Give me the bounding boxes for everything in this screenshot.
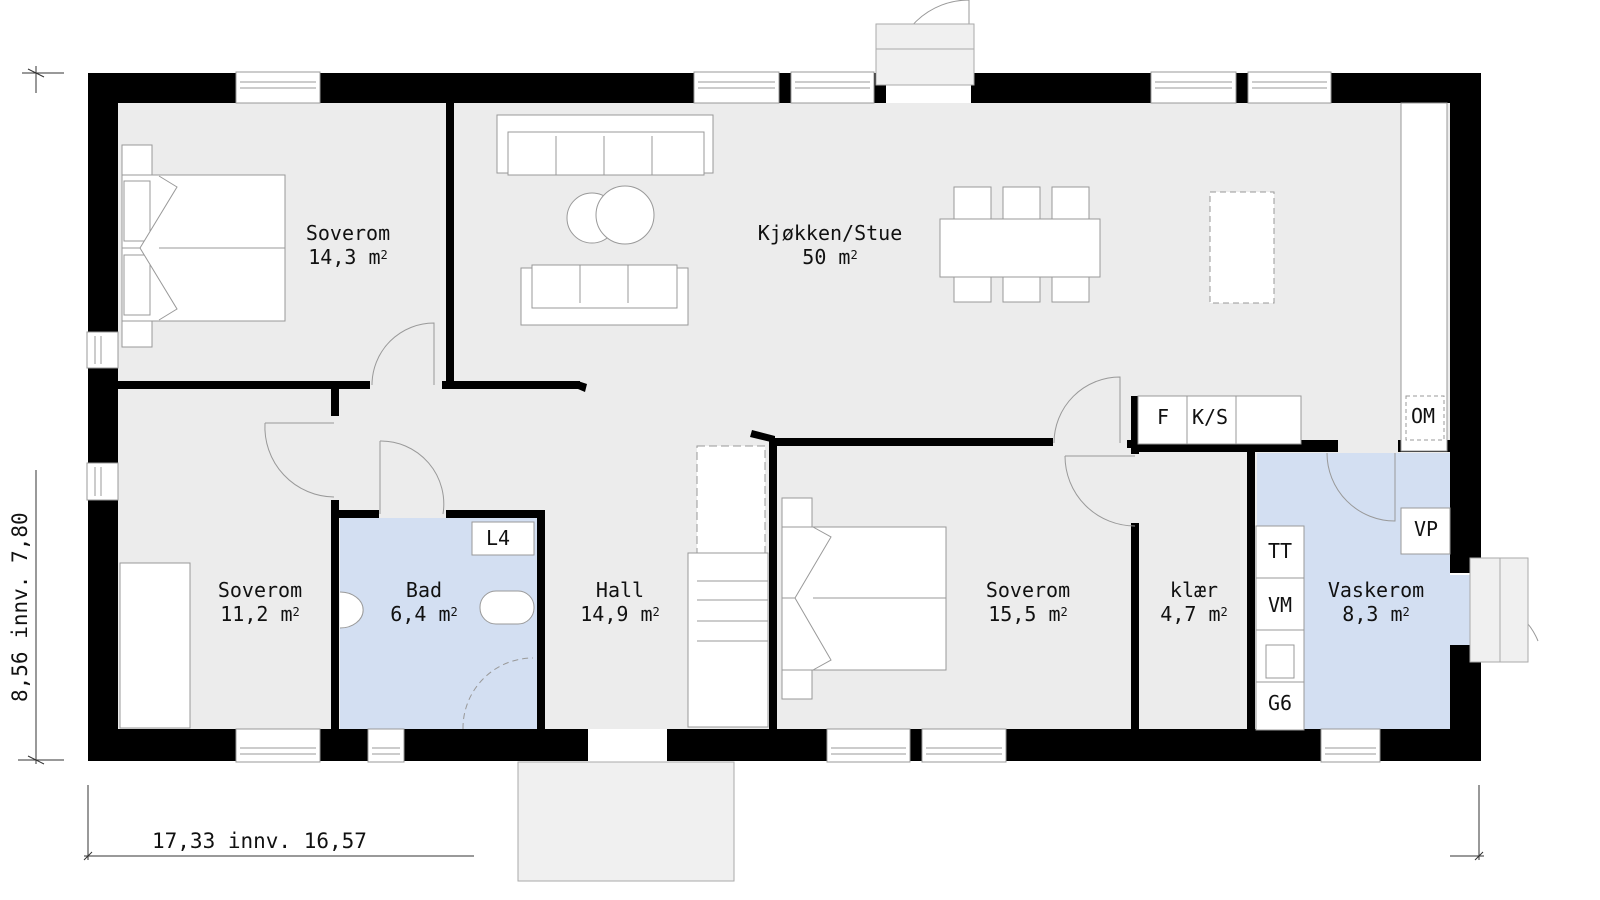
room-area: 14,3 m2	[308, 245, 388, 269]
fixture-washing-machine: VM	[1267, 593, 1293, 617]
porches	[517, 23, 1529, 882]
fixture-g6: G6	[1267, 691, 1293, 715]
room-area: 50 m2	[802, 245, 858, 269]
room-name: Soverom	[217, 578, 303, 602]
height-dimension: 8,56 innv. 7,80	[8, 512, 32, 702]
interior-walls	[118, 103, 1450, 729]
room-label-soverom-2: Soverom 11,2 m2	[218, 578, 302, 626]
room-area: 11,2 m2	[220, 602, 300, 626]
room-name: Vaskerom	[1327, 578, 1425, 602]
room-label-kjokken-stue: Kjøkken/Stue 50 m2	[758, 221, 903, 269]
exterior-walls	[88, 73, 1481, 761]
room-area: 4,7 m2	[1160, 602, 1228, 626]
fixture-l4: L4	[485, 526, 511, 550]
room-name: Bad	[405, 578, 443, 602]
room-name: klær	[1169, 578, 1219, 602]
room-name: Soverom	[305, 221, 391, 245]
fixture-oven-microwave: OM	[1410, 404, 1436, 428]
width-dimension: 17,33 innv. 16,57	[152, 829, 367, 853]
room-area: 15,5 m2	[988, 602, 1068, 626]
fixture-fridge: F	[1156, 405, 1170, 429]
dimension-lines	[18, 66, 1484, 861]
room-label-hall: Hall 14,9 m2	[580, 578, 660, 626]
fixture-fridge-freezer: K/S	[1191, 405, 1229, 429]
room-area: 6,4 m2	[390, 602, 458, 626]
fixture-dryer: TT	[1267, 539, 1293, 563]
room-area: 14,9 m2	[580, 602, 660, 626]
room-label-klaer: klær 4,7 m2	[1160, 578, 1227, 626]
room-name: Hall	[595, 578, 645, 602]
room-label-vaskerom: Vaskerom 8,3 m2	[1328, 578, 1424, 626]
room-label-soverom-1: Soverom 14,3 m2	[306, 221, 390, 269]
room-name: Soverom	[985, 578, 1071, 602]
room-name: Kjøkken/Stue	[757, 221, 903, 245]
room-label-soverom-3: Soverom 15,5 m2	[986, 578, 1070, 626]
furniture	[119, 102, 1451, 731]
room-area: 8,3 m2	[1342, 602, 1410, 626]
room-label-bad: Bad 6,4 m2	[390, 578, 457, 626]
fixture-heat-pump: VP	[1413, 517, 1439, 541]
windows	[86, 71, 1381, 763]
